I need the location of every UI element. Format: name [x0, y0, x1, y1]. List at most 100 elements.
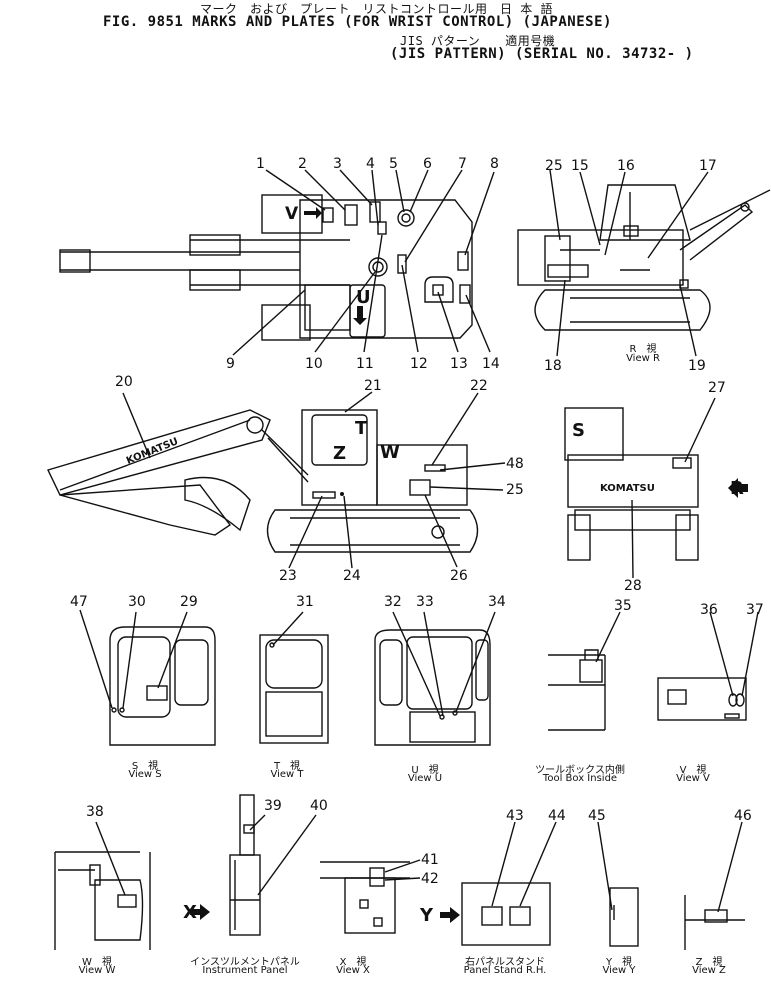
callout-47: 47	[70, 594, 88, 610]
callout-26: 26	[450, 568, 468, 584]
callout-20: 20	[115, 374, 133, 390]
caption-view-r-jp: R 視	[629, 344, 657, 355]
callout-6: 6	[423, 156, 432, 172]
callout-2: 2	[298, 156, 307, 172]
caption-instrument-panel: Instrument Panel	[202, 965, 288, 976]
komatsu-logo-rear: KOMATSU	[600, 483, 655, 494]
view-w-letter: W	[380, 442, 400, 463]
view-z-panel	[684, 821, 745, 950]
caption-tool-box-jp: ツールボックス内側	[535, 765, 625, 776]
caption-view-v: View V	[676, 773, 710, 784]
callout-25-view-r: 25	[545, 158, 563, 174]
callout-33: 33	[416, 594, 434, 610]
callout-14: 14	[482, 356, 500, 372]
view-s-letter: S	[572, 420, 585, 441]
callout-31: 31	[296, 594, 314, 610]
caption-view-x: View X	[336, 965, 370, 976]
callout-3: 3	[333, 156, 342, 172]
callout-45: 45	[588, 808, 606, 824]
figure-title: FIG. 9851 MARKS AND PLATES (FOR WRIST CO…	[103, 14, 612, 30]
callout-23: 23	[279, 568, 297, 584]
callout-5: 5	[389, 156, 398, 172]
callout-46: 46	[734, 808, 752, 824]
view-z-letter: Z	[333, 443, 347, 464]
view-x-letter: X	[183, 902, 197, 923]
caption-view-r: View R	[626, 353, 660, 364]
callout-18: 18	[544, 358, 562, 374]
callout-42: 42	[421, 871, 439, 887]
caption-panel-stand-jp: 右パネルスタンド	[465, 957, 545, 968]
title-japanese: マーク および プレート リストコントロール用 日 本 語	[200, 2, 553, 16]
callout-32: 32	[384, 594, 402, 610]
callout-19: 19	[688, 358, 706, 374]
callout-36: 36	[700, 602, 718, 618]
caption-view-v-jp: V 視	[679, 765, 707, 776]
caption-view-x-jp: X 視	[339, 957, 367, 968]
caption-panel-stand: Panel Stand R.H.	[463, 965, 547, 976]
view-r-excavator	[517, 184, 771, 331]
caption-view-w: View W	[78, 965, 116, 976]
leader-lines-rear-view	[631, 397, 716, 579]
callout-8: 8	[490, 156, 499, 172]
view-r-letter: R	[730, 478, 744, 499]
caption-view-s: View S	[128, 769, 162, 780]
view-u-cab	[374, 611, 496, 746]
caption-view-w-jp: W 視	[82, 957, 112, 968]
subtitle-japanese: JIS パターン 適用号機	[400, 34, 556, 48]
callout-11: 11	[356, 356, 374, 372]
caption-view-y-jp: Y 視	[605, 957, 633, 968]
callout-4: 4	[366, 156, 375, 172]
callout-21: 21	[364, 378, 382, 394]
subtitle: (JIS PATTERN) (SERIAL NO. 34732- )	[390, 46, 694, 62]
callout-24: 24	[343, 568, 361, 584]
leader-lines-view-r	[549, 169, 709, 357]
callout-17: 17	[699, 158, 717, 174]
callout-28: 28	[624, 578, 642, 594]
rear-view-excavator	[564, 407, 748, 561]
callout-29: 29	[180, 594, 198, 610]
view-t-door	[259, 611, 329, 744]
caption-instrument-panel-jp: インスツルメントパネル	[190, 957, 300, 968]
view-x-panel	[320, 859, 421, 934]
callout-37: 37	[746, 602, 764, 618]
callout-43: 43	[506, 808, 524, 824]
callout-12: 12	[410, 356, 428, 372]
callout-34: 34	[488, 594, 506, 610]
callout-15: 15	[571, 158, 589, 174]
callout-10: 10	[305, 356, 323, 372]
callout-16: 16	[617, 158, 635, 174]
callout-7: 7	[458, 156, 467, 172]
caption-view-z-jp: Z 視	[695, 957, 723, 968]
callout-22: 22	[470, 378, 488, 394]
caption-tool-box: Tool Box Inside	[542, 773, 618, 784]
caption-view-y: View Y	[602, 965, 636, 976]
callout-38: 38	[86, 804, 104, 820]
view-v-panel	[657, 611, 759, 721]
view-u-letter: U	[356, 287, 371, 308]
callout-48: 48	[506, 456, 524, 472]
caption-view-z: View Z	[692, 965, 726, 976]
callout-13: 13	[450, 356, 468, 372]
view-t-letter: T	[355, 418, 368, 439]
view-s-cab	[79, 609, 216, 746]
caption-view-s-jp: S 視	[131, 761, 159, 772]
callout-40: 40	[310, 798, 328, 814]
leader-lines-side-view	[122, 391, 506, 569]
side-view-excavator	[47, 409, 479, 553]
caption-view-u: View U	[407, 773, 443, 784]
callout-27: 27	[708, 380, 726, 396]
top-view-excavator	[59, 194, 473, 341]
tool-box-inside	[548, 611, 621, 731]
caption-view-t: View T	[270, 769, 304, 780]
callout-1: 1	[256, 156, 265, 172]
view-y-panel	[597, 821, 639, 947]
caption-view-t-jp: T 視	[273, 761, 301, 772]
callout-39: 39	[264, 798, 282, 814]
panel-stand-rh	[440, 821, 557, 946]
leader-lines-top-view	[232, 169, 495, 356]
callout-30: 30	[128, 594, 146, 610]
callout-25-side-view: 25	[506, 482, 524, 498]
callout-41: 41	[421, 852, 439, 868]
view-w-cab	[54, 821, 151, 950]
